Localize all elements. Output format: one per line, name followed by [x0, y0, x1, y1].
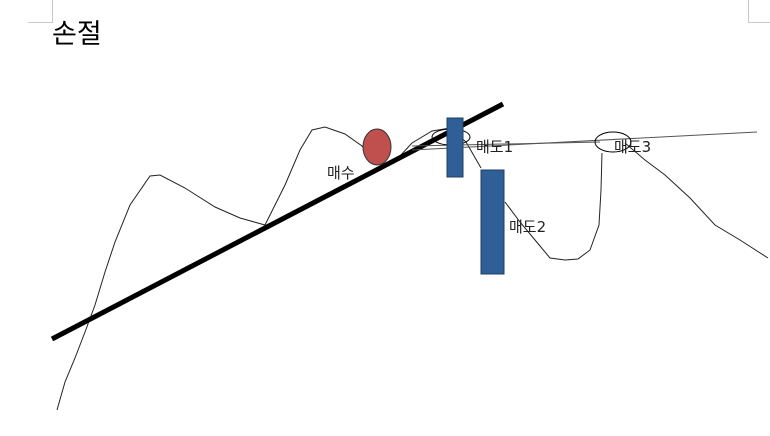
buy-marker [362, 128, 392, 166]
sell2-label: 매도2 [509, 218, 546, 236]
sell2-bar [480, 169, 505, 275]
sell1-bar [446, 117, 464, 178]
sell3-label: 매도3 [614, 138, 651, 156]
page-corner-left [28, 0, 53, 23]
page-corner-right [748, 0, 770, 23]
sell3-ellipse [594, 131, 632, 153]
price-curve [56, 126, 769, 411]
buy-label: 매수 [327, 164, 355, 182]
sell1-label: 매도1 [476, 138, 513, 156]
page-title: 손절 [52, 19, 102, 50]
horizontal-line [411, 131, 758, 151]
horizontal-line-2 [411, 141, 601, 147]
trend-line [50, 101, 505, 342]
